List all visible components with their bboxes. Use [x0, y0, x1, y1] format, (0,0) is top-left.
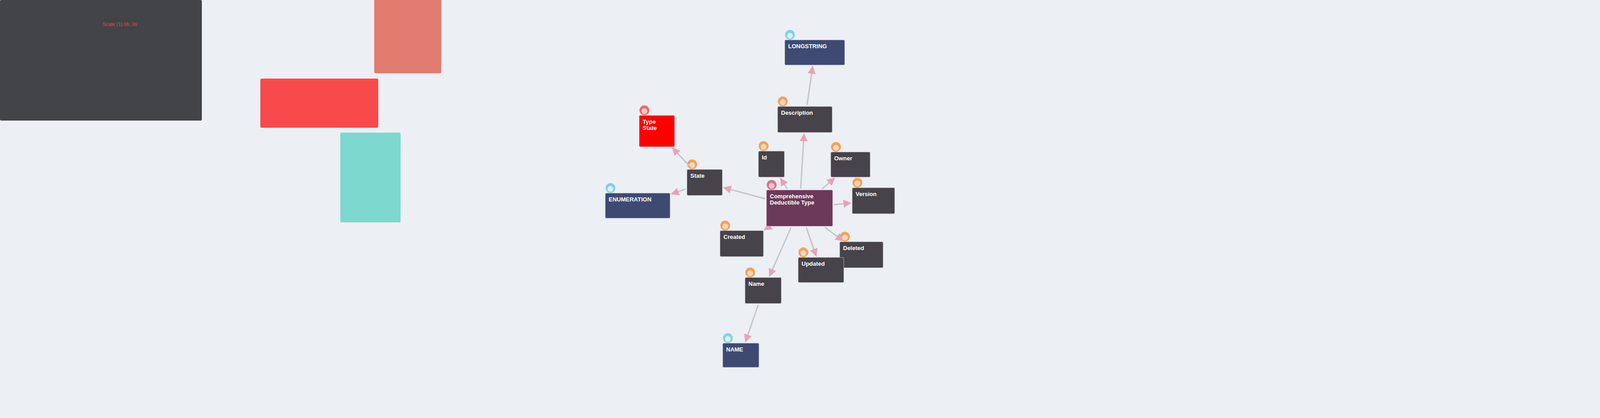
avatar-icon — [852, 177, 863, 188]
avatar-icon — [722, 333, 733, 343]
avatar-icon — [605, 183, 616, 193]
avatar-icon — [758, 141, 769, 151]
avatar-face — [842, 234, 849, 241]
status-note: Scale (1) 0h, 0s — [102, 21, 138, 27]
avatar-ring — [798, 247, 809, 258]
avatar-face — [760, 144, 767, 151]
avatar-face — [747, 270, 754, 277]
relation-arrow — [672, 147, 692, 169]
entity-name: Comprehensive Deductible Type — [769, 193, 830, 207]
avatar-icon — [777, 96, 788, 107]
avatar-face — [768, 183, 775, 189]
entity-box: ENUMERATION — [605, 192, 671, 219]
entity-box: Comprehensive Deductible Type — [766, 189, 833, 227]
avatar-face — [800, 250, 807, 257]
entity-name: Updated — [801, 260, 841, 268]
avatar-ring — [745, 267, 756, 278]
entity-name: ENUMERATION — [608, 196, 667, 203]
relation-arrow — [780, 178, 788, 189]
entity-name: LONGSTRING — [788, 43, 842, 50]
avatar-ring — [777, 96, 788, 107]
entity-name: Type State — [642, 118, 672, 132]
entity-box: Name — [744, 277, 782, 304]
relation-arrow — [723, 187, 765, 199]
entity-name: Created — [723, 233, 761, 241]
relation-arrow — [800, 133, 804, 189]
entity-box: Owner — [830, 151, 871, 178]
entity-box: Deleted — [839, 241, 884, 268]
avatar-icon — [720, 220, 731, 231]
avatar-face — [722, 223, 729, 230]
entity-box: State — [686, 169, 723, 196]
avatar-icon — [798, 247, 809, 258]
avatar-ring — [785, 29, 795, 40]
avatar-icon — [785, 29, 795, 40]
relation-arrow — [834, 203, 851, 205]
relation-arrow — [745, 304, 758, 342]
relation-arrow — [806, 227, 817, 256]
avatar-icon — [745, 267, 756, 278]
salmon-panel — [374, 0, 442, 74]
avatar-ring — [720, 220, 731, 231]
entity-name: Id — [761, 154, 782, 161]
avatar-face — [725, 336, 732, 343]
entity-box: Id — [758, 150, 785, 178]
entity-box: NAME — [722, 342, 760, 368]
avatar-ring — [605, 183, 616, 193]
avatar-face — [641, 108, 648, 115]
relation-arrow — [822, 178, 835, 189]
teal-panel — [340, 132, 401, 223]
avatar-icon — [831, 142, 841, 152]
entity-name: Deleted — [843, 245, 880, 252]
avatar-face — [833, 145, 840, 151]
avatar-face — [787, 33, 794, 39]
avatar-face — [780, 99, 786, 106]
relation-arrow — [671, 188, 686, 194]
relation-arrow — [764, 227, 769, 230]
avatar-ring — [639, 105, 650, 116]
red-panel — [260, 78, 379, 128]
avatar-ring — [766, 179, 777, 190]
entity-box: LONGSTRING — [784, 39, 845, 66]
entity-name: NAME — [726, 346, 756, 353]
relation-arrow — [806, 66, 813, 105]
entity-box: Version — [852, 187, 895, 214]
dark-panel — [0, 0, 202, 121]
avatar-face — [607, 186, 614, 193]
entity-box: Type State — [639, 115, 675, 147]
avatar-ring — [722, 333, 733, 343]
avatar-ring — [758, 141, 769, 151]
relation-arrow — [769, 227, 791, 277]
avatar-ring — [831, 142, 841, 152]
avatar-icon — [766, 179, 777, 190]
entity-box: Created — [719, 230, 764, 257]
entity-box: Updated — [797, 257, 844, 283]
entity-name: Version — [855, 191, 892, 198]
entity-box: Description — [777, 106, 833, 133]
entity-name: Owner — [834, 155, 867, 162]
relation-arrow — [824, 227, 843, 241]
avatar-face — [854, 180, 861, 187]
entity-name: Description — [781, 109, 829, 117]
avatar-icon — [639, 105, 650, 116]
entity-name: Name — [748, 280, 778, 288]
entity-name: State — [690, 172, 719, 180]
avatar-ring — [852, 177, 863, 188]
